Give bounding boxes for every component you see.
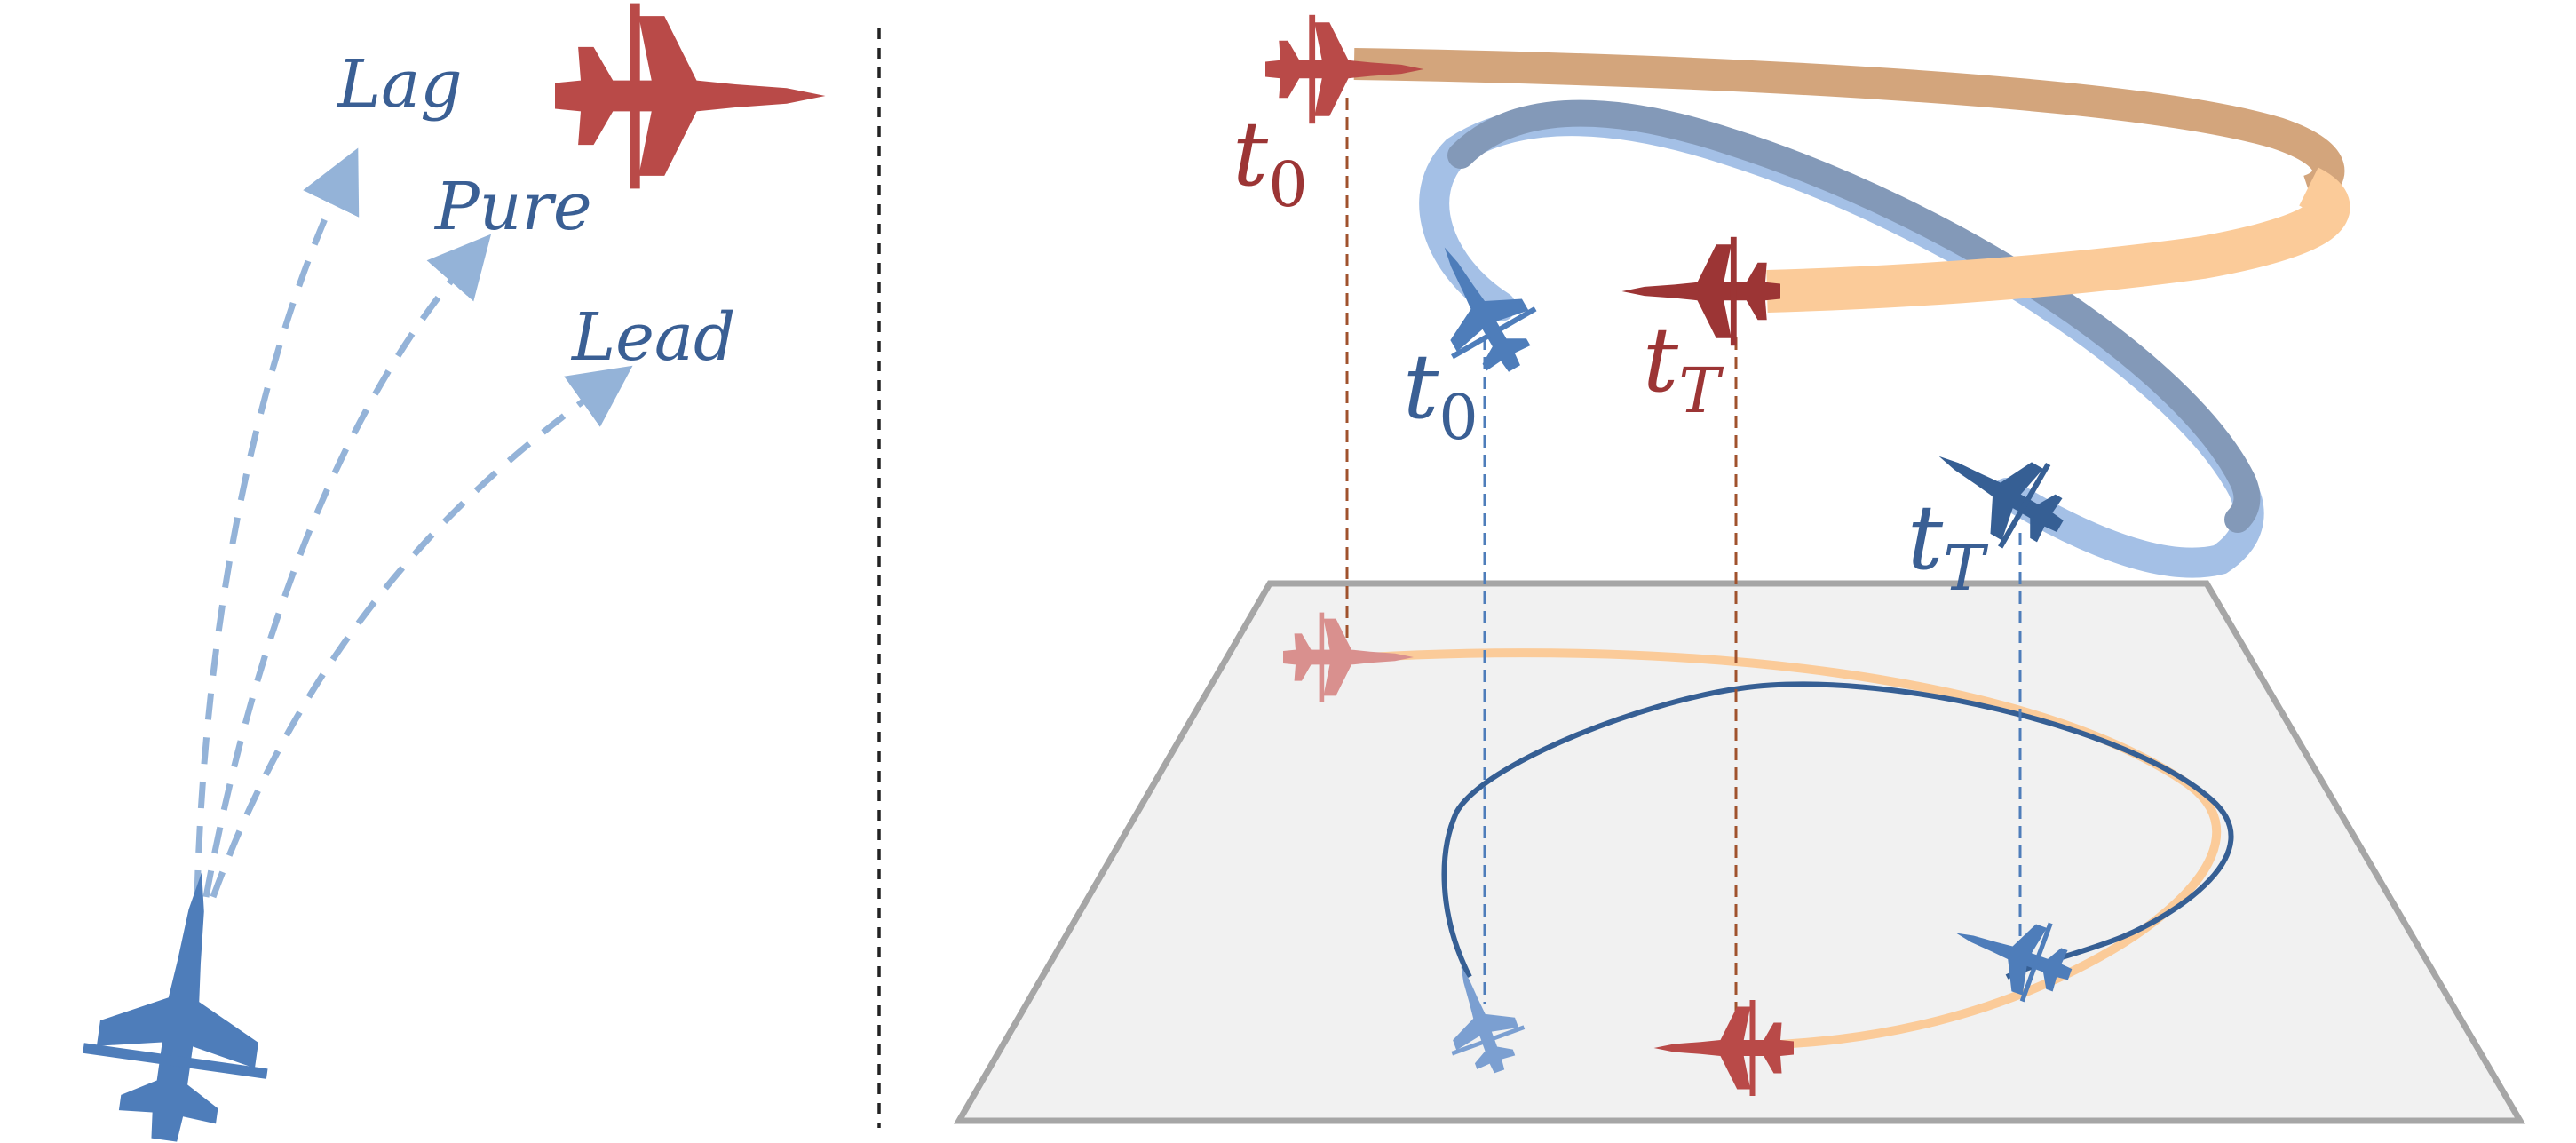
left-panel: Lag Pure Lead [72,3,826,1143]
lag-pursuit-arrow [194,147,360,898]
target-ribbon-top [1353,48,2345,207]
pursuer-start-t: t [1403,335,1439,439]
target-end-t: t [1643,308,1679,412]
lead-label: Lead [570,299,735,376]
pursuer-end-time-label: tT [1907,486,1988,605]
target-ribbon-front [1766,167,2350,313]
target-start-jet-icon [1265,14,1424,124]
pure-label: Pure [433,169,592,245]
pure-pursuit-arrow [202,234,492,898]
target-end-sub: T [1678,354,1724,427]
lead-pursuit-arrow [210,365,633,899]
svg-text:t0: t0 [1233,102,1308,221]
target-end-time-label: tT [1643,308,1724,427]
target-start-time-label: t0 [1233,102,1308,221]
target-start-sub: 0 [1268,148,1308,221]
lag-label: Lag [336,46,463,123]
svg-text:tT: tT [1907,486,1988,605]
pursuer-end-t: t [1907,486,1944,590]
svg-text:t0: t0 [1403,335,1478,454]
pursuer-end-sub: T [1943,532,1988,605]
ground-plane [953,580,2526,1124]
svg-text:tT: tT [1643,308,1724,427]
right-panel: t0 tT t0 tT [953,14,2526,1124]
pursuer-ground-track [1441,681,2234,980]
pursuer-ribbon-top [1447,99,2261,533]
pursuer-jet-icon [72,859,294,1143]
pursuer-start-sub: 0 [1439,381,1478,454]
target-jet-icon [555,3,826,189]
target-start-t: t [1233,102,1269,206]
pursuer-start-time-label: t0 [1403,335,1478,454]
